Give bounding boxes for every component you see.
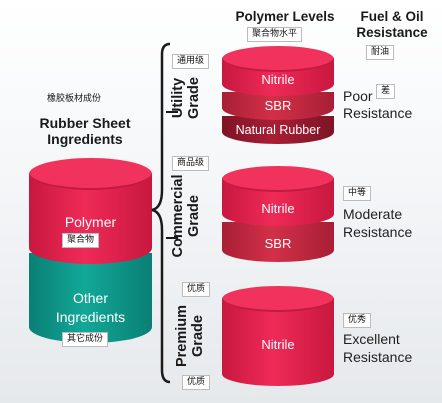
utility-grade-line1: Utility bbox=[170, 77, 186, 119]
utility-sbr-layer bbox=[222, 92, 334, 120]
ingredients-title-line2: Ingredients bbox=[47, 131, 123, 147]
polymer-cn-tag: 聚合物 bbox=[62, 233, 100, 248]
utility-grade-label: Utility Grade bbox=[170, 60, 202, 136]
utility-cylinder-top bbox=[222, 46, 334, 72]
other-ingredients-cn-tag: 其它成份 bbox=[62, 332, 109, 347]
excellent-resistance-line1: Excellent bbox=[343, 331, 400, 347]
utility-nitrile-label: Nitrile bbox=[261, 72, 295, 87]
poor-resistance-line2: Resistance bbox=[343, 105, 413, 121]
premium-nitrile-label: Nitrile bbox=[261, 337, 295, 352]
poor-resistance-cn-tag: 差 bbox=[376, 84, 396, 99]
utility-natural-rubber-label: Natural Rubber bbox=[235, 123, 321, 137]
other-ingredients-label-line2: Ingredients bbox=[55, 309, 126, 325]
fuel-oil-header-line1: Fuel & Oil bbox=[360, 9, 424, 24]
utility-cylinder: Nitrile SBR Natural Rubber bbox=[222, 46, 334, 146]
utility-natural-rubber-layer bbox=[222, 116, 334, 144]
ingredients-cylinder: Polymer Other Ingredients bbox=[29, 158, 152, 358]
polymer-label: Polymer bbox=[64, 214, 117, 230]
premium-cylinder: Nitrile bbox=[222, 286, 334, 390]
commercial-grade-line1: Commercial bbox=[170, 174, 186, 258]
other-ingredients-layer bbox=[29, 253, 152, 343]
excellent-resistance-cn-tag: 优秀 bbox=[343, 313, 372, 328]
fuel-oil-header-line2: Resistance bbox=[356, 25, 428, 40]
ingredients-cn-title: 橡胶板材成份 bbox=[47, 94, 102, 104]
utility-grade-line2: Grade bbox=[186, 77, 202, 119]
excellent-resistance-line2: Resistance bbox=[343, 349, 413, 365]
commercial-grade-label: Commercial Grade bbox=[170, 166, 202, 266]
premium-grade-cn-tag-top: 优质 bbox=[182, 282, 211, 297]
commercial-sbr-layer bbox=[222, 222, 334, 262]
commercial-grade-line2: Grade bbox=[186, 195, 202, 237]
other-ingredients-label-line1: Other bbox=[72, 290, 108, 306]
utility-sbr-label: SBR bbox=[264, 98, 292, 113]
premium-grade-cn-tag-bottom: 优质 bbox=[182, 375, 211, 390]
poor-resistance-line1: Poor bbox=[343, 88, 373, 104]
ingredients-title-line1: Rubber Sheet bbox=[39, 115, 131, 131]
premium-grade-line1: Premium bbox=[174, 304, 190, 368]
moderate-resistance-line2: Resistance bbox=[343, 224, 413, 240]
premium-cylinder-top bbox=[222, 286, 334, 312]
utility-grade-cn-tag: 通用级 bbox=[172, 54, 210, 69]
moderate-resistance-line1: Moderate bbox=[343, 206, 403, 222]
commercial-grade-cn-tag: 商品级 bbox=[172, 156, 210, 171]
polymer-levels-cn-tag: 聚合物水平 bbox=[247, 27, 303, 42]
moderate-resistance-cn-tag: 中等 bbox=[343, 186, 372, 201]
commercial-cylinder: Nitrile SBR bbox=[222, 166, 334, 266]
commercial-nitrile-label: Nitrile bbox=[261, 201, 295, 216]
commercial-sbr-label: SBR bbox=[264, 236, 292, 251]
premium-grade-label: Premium Grade bbox=[174, 301, 206, 371]
ingredients-cylinder-top bbox=[29, 158, 152, 190]
fuel-oil-cn-tag: 耐油 bbox=[366, 45, 395, 60]
grade-bracket bbox=[151, 42, 171, 384]
premium-grade-line2: Grade bbox=[190, 315, 206, 357]
commercial-cylinder-top bbox=[222, 166, 334, 192]
polymer-levels-header: Polymer Levels bbox=[235, 9, 335, 24]
grade-separator-lines bbox=[166, 111, 178, 239]
premium-nitrile-layer bbox=[222, 300, 334, 386]
